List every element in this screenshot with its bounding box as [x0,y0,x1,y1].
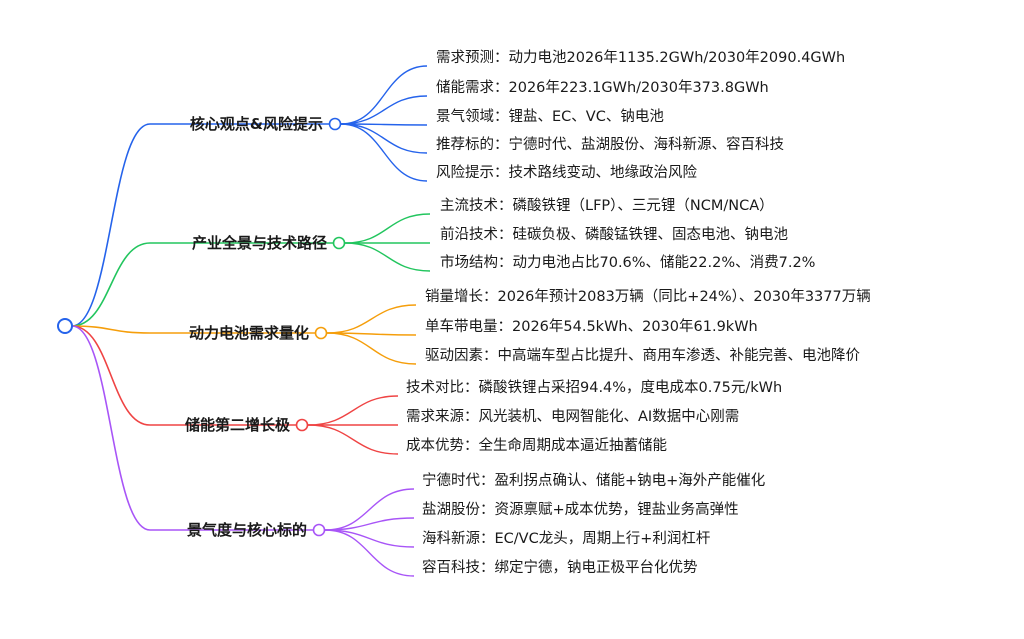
edge-root-branch-0 [71,123,329,327]
leaf-label: 成本优势：全生命周期成本逼近抽蓄储能 [406,436,667,454]
leaf-label: 需求来源：风光装机、电网智能化、AI数据中心刚需 [406,408,739,425]
edge-branch-1-leaf-0 [344,213,431,244]
edge-branch-3-leaf-2 [307,424,399,455]
edge-branch-2-leaf-2 [326,332,417,365]
edge-branch-1-leaf-2 [344,242,431,272]
branch-label: 景气度与核心标的 [187,521,307,539]
branch-label: 核心观点&风险提示 [190,115,323,133]
leaf-label: 市场结构：动力电池占比70.6%、储能22.2%、消费7.2% [440,254,815,271]
edge-root-branch-2 [71,325,315,334]
edge-branch-4-leaf-2 [324,529,415,548]
edges-layer [71,65,431,577]
edge-root-branch-4 [71,325,313,531]
edge-branch-0-leaf-3 [340,123,428,154]
leaf-label: 风险提示：技术路线变动、地缘政治风险 [436,164,697,181]
edge-branch-4-leaf-3 [324,529,415,577]
branch-node-2[interactable] [314,326,328,340]
edge-root-branch-1 [71,242,333,327]
leaf-label: 宁德时代：盈利拐点确认、储能+钠电+海外产能催化 [422,472,765,489]
leaf-label: 主流技术：磷酸铁锂（LFP）、三元锂（NCM/NCA） [440,197,774,214]
branch-node-1[interactable] [332,236,346,250]
edge-branch-0-leaf-1 [340,95,428,125]
edge-branch-3-leaf-0 [307,395,399,426]
branch-node-0[interactable] [328,117,342,131]
edge-branch-0-leaf-4 [340,123,428,182]
branch-node-3[interactable] [295,418,309,432]
branch-label: 储能第二增长极 [185,416,291,434]
edge-root-branch-3 [71,325,296,426]
root-node[interactable] [57,318,73,334]
leaf-label: 销量增长：2026年预计2083万辆（同比+24%）、2030年3377万辆 [425,288,871,305]
leaf-label: 技术对比：磷酸铁锂占采招94.4%，度电成本0.75元/kWh [406,379,782,396]
leaf-label: 需求预测：动力电池2026年1135.2GWh/2030年2090.4GWh [436,49,845,66]
leaf-label: 前沿技术：硅碳负极、磷酸锰铁锂、固态电池、钠电池 [440,226,788,243]
edge-branch-2-leaf-0 [326,304,417,334]
branch-label: 动力电池需求量化 [189,324,309,342]
edge-branch-0-leaf-0 [340,65,428,125]
branch-node-4[interactable] [312,523,326,537]
nodes-layer: 需求预测：动力电池2026年1135.2GWh/2030年2090.4GWh 储能… [57,49,871,576]
edge-branch-4-leaf-1 [324,517,415,531]
leaf-label: 驱动因素：中高端车型占比提升、商用车渗透、补能完善、电池降价 [425,347,860,364]
leaf-label: 储能需求：2026年223.1GWh/2030年373.8GWh [436,79,769,96]
leaf-label: 盐湖股份：资源禀赋+成本优势，锂盐业务高弹性 [422,501,739,518]
leaf-label: 单车带电量：2026年54.5kWh、2030年61.9kWh [425,318,758,335]
leaf-label: 容百科技：绑定宁德，钠电正极平台化优势 [422,559,698,576]
leaf-label: 推荐标的：宁德时代、盐湖股份、海科新源、容百科技 [436,136,784,153]
edge-branch-4-leaf-0 [324,488,415,531]
branch-label: 产业全景与技术路径 [192,234,327,252]
edge-branch-0-leaf-2 [340,123,428,126]
edge-branch-2-leaf-1 [326,332,417,336]
leaf-label: 海科新源：EC/VC龙头，周期上行+利润杠杆 [422,530,710,547]
leaf-label: 景气领域：锂盐、EC、VC、钠电池 [436,108,664,125]
